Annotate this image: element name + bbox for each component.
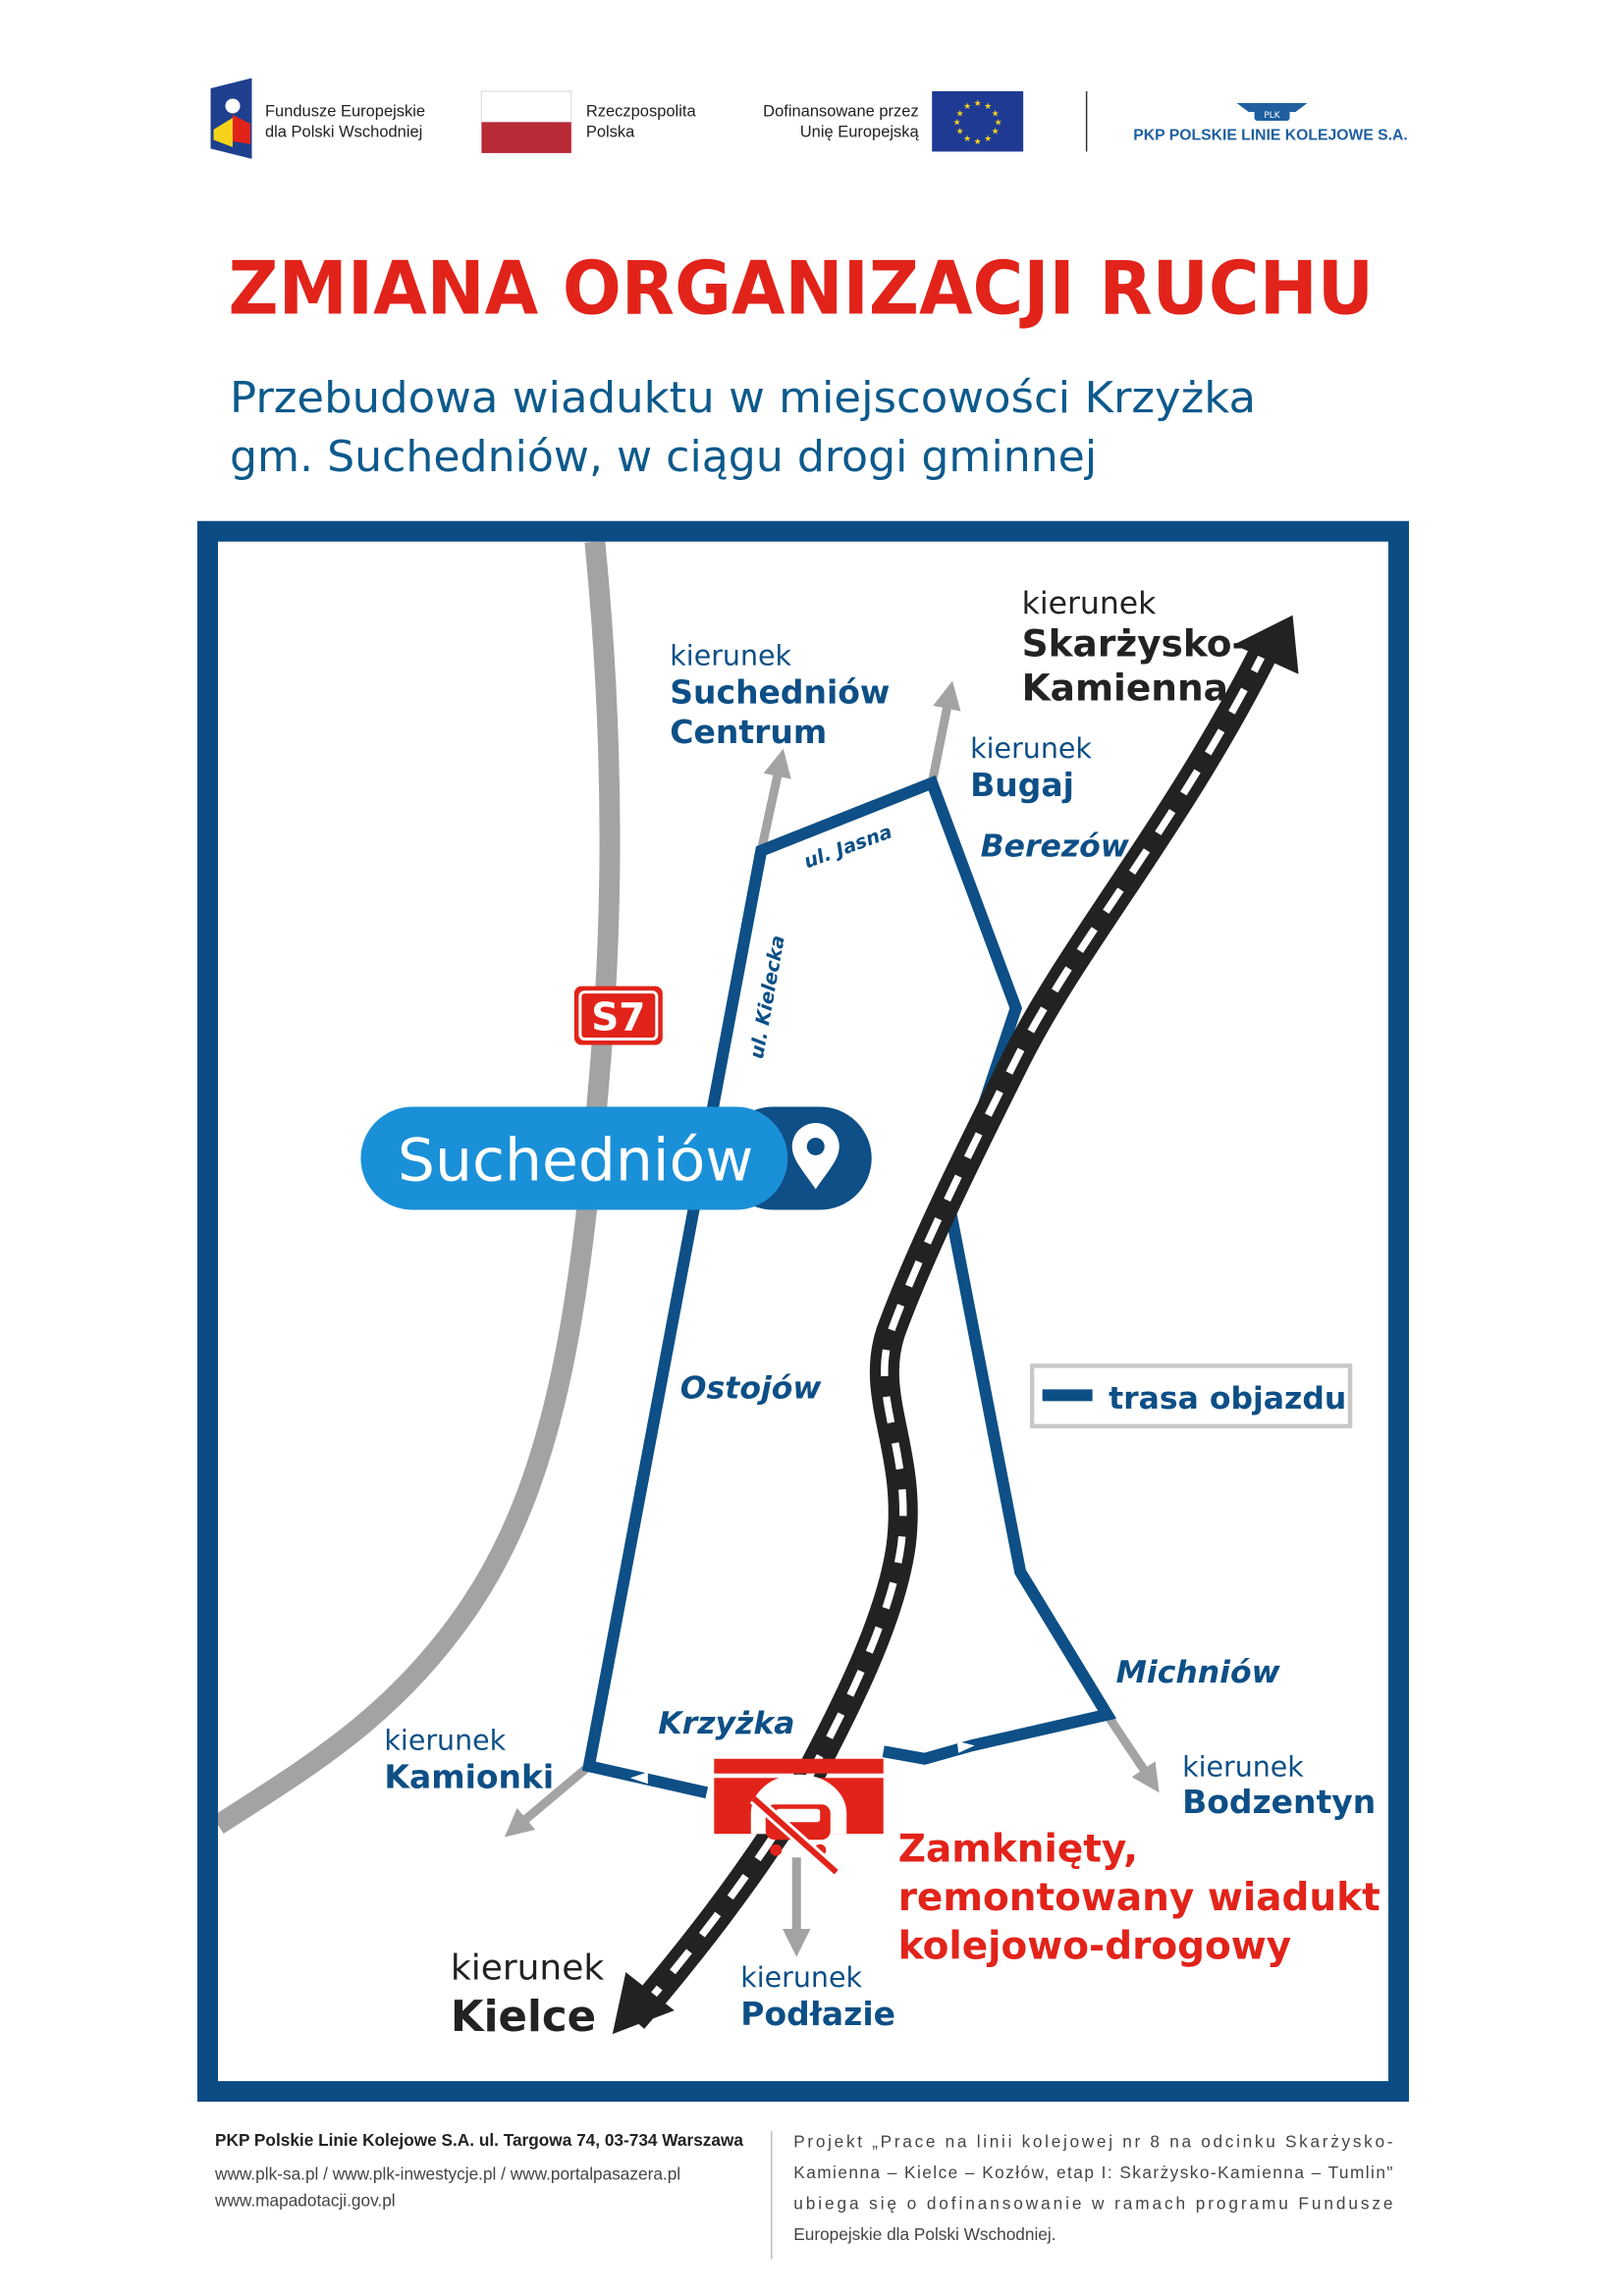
footer-project-3: ubiega się o dofinansowanie w ramach pro… [793, 2194, 1392, 2214]
footer-project-4: Europejskie dla Polski Wschodniej. [793, 2224, 1056, 2244]
s7-road-sign: S7 [573, 986, 663, 1045]
closed-text-2: remontowany wiadukt [898, 1876, 1380, 1920]
place-michniow: Michniów [1116, 1655, 1281, 1690]
pkp-logo-text: PLK [1264, 111, 1280, 121]
svg-text:★: ★ [956, 127, 964, 136]
eu-flag-icon: ★★★ ★★★ ★★★ ★★★ [932, 90, 1024, 152]
town-label-suchedniow: Suchedniów [360, 1106, 872, 1210]
eu-text-1: Dofinansowane przez [763, 102, 919, 120]
dir-skarzysko-1: Skarżysko- [1022, 622, 1247, 666]
route-direction-marks [629, 1740, 975, 1785]
place-ostojow: Ostojów [680, 1370, 823, 1406]
svg-text:★: ★ [974, 137, 982, 147]
polish-flag-icon [480, 90, 572, 153]
dir-word-kamionki: kierunek [384, 1725, 506, 1757]
rail-arrow-south-icon [612, 1972, 675, 2035]
pkp-logo-icon: PLK [1236, 102, 1308, 121]
footer-links-2[interactable]: www.mapadotacji.gov.pl [214, 2191, 396, 2211]
rp-text-1: Rzeczpospolita [586, 102, 697, 120]
dir-bugaj: Bugaj [970, 766, 1074, 804]
dir-word-bodzentyn: kierunek [1182, 1751, 1304, 1784]
svg-text:★: ★ [984, 102, 992, 112]
dir-suchedniow-2: Centrum [670, 713, 827, 751]
svg-text:★: ★ [992, 109, 1000, 119]
fe-text-2: dla Polski Wschodniej [265, 123, 422, 140]
svg-text:★: ★ [992, 127, 1000, 136]
header-logos: Fundusze Europejskie dla Polski Wschodni… [210, 78, 1408, 159]
rp-text-2: Polska [586, 123, 635, 140]
page-title: ZMIANA ORGANIZACJI RUCHU [229, 244, 1375, 331]
dir-word-kielce: kierunek [451, 1949, 604, 1989]
place-krzyzka: Krzyżka [658, 1706, 794, 1741]
dir-bodzentyn: Bodzentyn [1182, 1783, 1376, 1821]
svg-text:★: ★ [963, 134, 971, 144]
footer-project-2: Kamienna – Kielce – Kozłów, etap I: Skar… [793, 2163, 1392, 2182]
map: S7 Suchedniów kierunek Suchedniów Centru… [197, 520, 1409, 2103]
rail-arrow-north-icon [1233, 614, 1299, 674]
dir-kamionki: Kamionki [384, 1758, 554, 1796]
footer-links-1[interactable]: www.plk-sa.pl / www.plk-inwestycje.pl / … [214, 2164, 680, 2184]
fe-logo-icon [210, 78, 252, 159]
svg-text:★: ★ [963, 102, 971, 112]
fe-text-1: Fundusze Europejskie [265, 102, 425, 120]
direction-arrows [504, 680, 1160, 1957]
footer-project-1: Projekt „Prace na linii kolejowej nr 8 n… [793, 2132, 1392, 2152]
svg-text:★: ★ [974, 99, 982, 109]
dir-suchedniow-1: Suchedniów [670, 673, 890, 712]
map-frame [197, 520, 1409, 2103]
closed-viaduct-icon [714, 1758, 884, 1877]
town-name: Suchedniów [398, 1126, 753, 1195]
legend: trasa objazdu [1029, 1363, 1353, 1429]
location-pin-icon [791, 1123, 839, 1190]
detour-route [581, 774, 1117, 1799]
svg-text:★: ★ [953, 118, 961, 128]
subtitle-line-2: gm. Suchedniów, w ciągu drogi gminnej [230, 433, 1097, 482]
place-berezow: Berezów [981, 829, 1130, 865]
dir-kielce: Kielce [451, 1993, 596, 2042]
dir-skarzysko-2: Kamienna [1022, 667, 1228, 710]
svg-text:★: ★ [956, 109, 964, 119]
closed-text-1: Zamknięty, [898, 1828, 1138, 1872]
s7-label: S7 [591, 996, 645, 1041]
dir-word-bugaj: kierunek [970, 732, 1092, 765]
footer: PKP Polskie Linie Kolejowe S.A. ul. Targ… [214, 2130, 1392, 2260]
s7-road [218, 541, 621, 1835]
svg-text:★: ★ [984, 134, 992, 144]
street-kielecka: ul. Kielecka [745, 934, 789, 1060]
eu-text-2: Unię Europejską [800, 123, 920, 140]
svg-text:★: ★ [995, 118, 1002, 128]
dir-word-skarzysko: kierunek [1022, 586, 1158, 621]
dir-word-suchedniow: kierunek [670, 640, 791, 672]
dir-word-podlazie: kierunek [740, 1961, 862, 1994]
legend-label: trasa objazdu [1109, 1381, 1346, 1416]
dir-podlazie: Podłazie [740, 1995, 895, 2033]
footer-company: PKP Polskie Linie Kolejowe S.A. ul. Targ… [215, 2130, 743, 2150]
pkp-name: PKP POLSKIE LINIE KOLEJOWE S.A. [1133, 127, 1407, 143]
subtitle-line-1: Przebudowa wiaduktu w miejscowości Krzyż… [230, 374, 1256, 423]
closed-text-3: kolejowo-drogowy [898, 1925, 1291, 1969]
